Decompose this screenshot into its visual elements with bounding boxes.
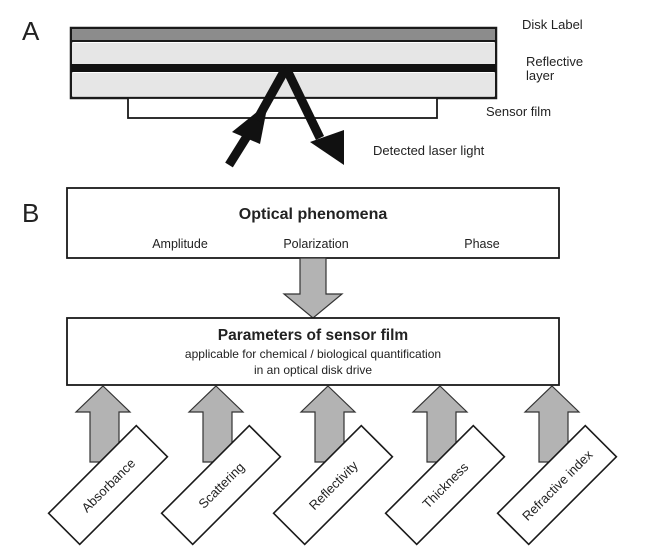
- sensor-film: [127, 97, 438, 119]
- panel-b-letter: B: [22, 198, 39, 228]
- disk-label-layer: [72, 29, 495, 40]
- down-arrow: [282, 257, 344, 319]
- disk-label-text: Disk Label: [522, 17, 583, 32]
- disk-cross-section: [69, 26, 498, 119]
- sensor-film-text: Sensor film: [486, 104, 551, 119]
- parameters-box: Parameters of sensor film applicable for…: [66, 317, 560, 386]
- panel-a-letter: A: [22, 16, 40, 46]
- optical-item-polarization: Polarization: [283, 237, 348, 251]
- optical-item-phase: Phase: [464, 237, 499, 251]
- substrate-lower: [72, 73, 495, 96]
- optical-title: Optical phenomena: [239, 206, 388, 223]
- incident-beam: [253, 65, 290, 123]
- parameters-line-2: in an optical disk drive: [254, 363, 372, 377]
- reflected-beam: [281, 66, 325, 140]
- input-thickness: Thickness: [384, 385, 506, 546]
- laser-beams: [225, 65, 344, 168]
- input-absorbance: Absorbance: [47, 385, 169, 546]
- substrate-upper: [72, 43, 495, 64]
- reflective-text-1: Reflective: [526, 54, 583, 69]
- input-reflectivity: Reflectivity: [272, 385, 394, 546]
- tilted-label-box: Absorbance: [47, 424, 169, 546]
- reflected-arrowhead: [310, 130, 344, 165]
- reflective-text-2: layer: [526, 68, 555, 83]
- parameters-line-1: applicable for chemical / biological qua…: [185, 347, 441, 361]
- parameters-title: Parameters of sensor film: [218, 327, 408, 344]
- input-refractive-index: Refractive index: [496, 385, 618, 546]
- optical-phenomena-box: Optical phenomena Amplitude Polarization…: [66, 187, 560, 259]
- detected-light-text: Detected laser light: [373, 143, 485, 158]
- optical-item-amplitude: Amplitude: [152, 237, 208, 251]
- input-scattering: Scattering: [160, 385, 282, 546]
